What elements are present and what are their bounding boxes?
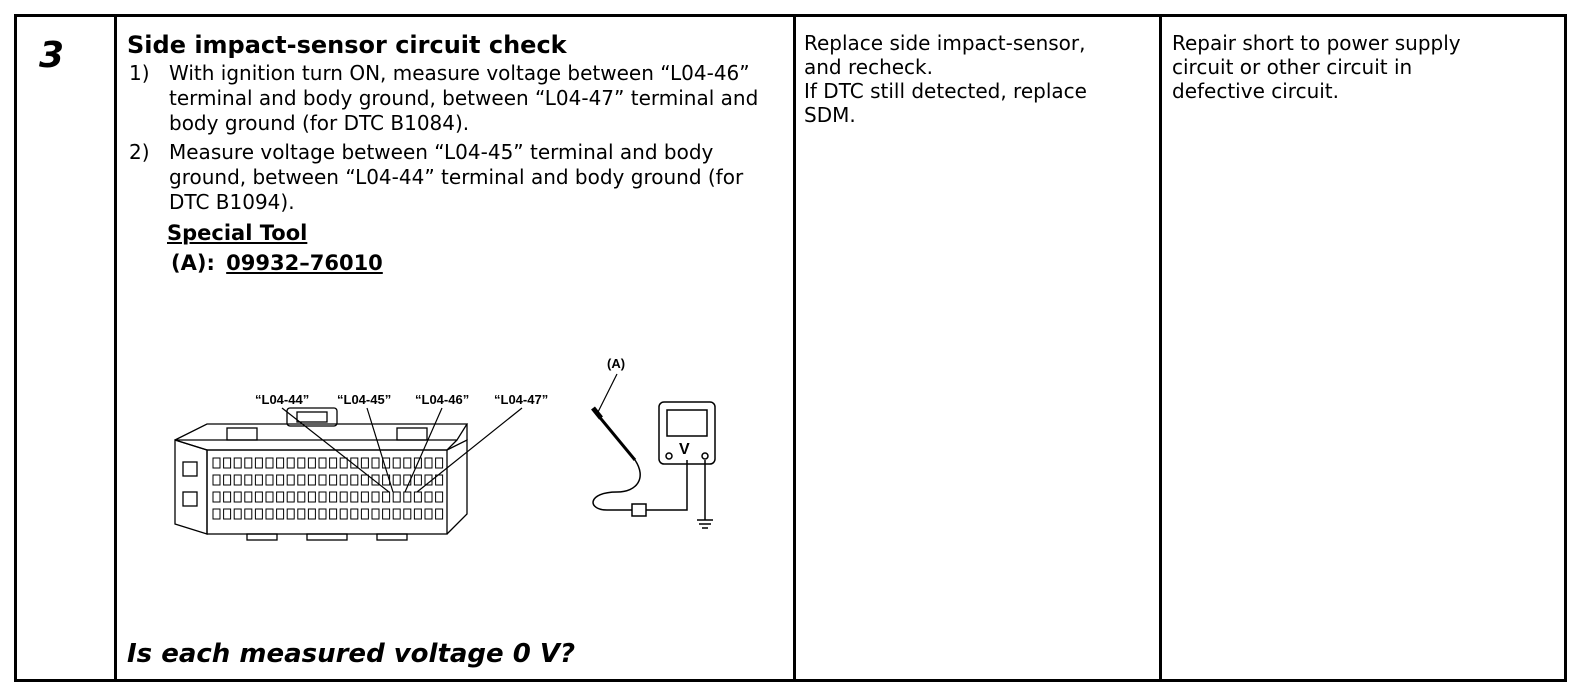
terminal-grid: [212, 457, 444, 520]
instruction-text: With ignition turn ON, measure voltage b…: [169, 61, 759, 135]
meter-symbol: V: [679, 441, 690, 458]
instruction-number: 2): [129, 140, 150, 164]
tool-callout: (A): [607, 356, 625, 371]
yes-action-line: Replace side impact-sensor,: [804, 31, 1086, 55]
leader-lines: [281, 373, 618, 493]
tool-part-number: 09932–76010: [226, 251, 383, 275]
terminal-label-l04-46: “L04-46”: [415, 392, 469, 407]
voltmeter-icon: [591, 401, 716, 529]
diagnostic-table: 3 Side impact-sensor circuit check 1) Wi…: [14, 14, 1567, 682]
column-divider: [1159, 17, 1162, 679]
no-action-line: circuit or other circuit in: [1172, 55, 1413, 79]
connector-diagram: “L04-44” “L04-45” “L04-46” “L04-47” (A): [167, 342, 727, 542]
yes-action-cell: Replace side impact-sensor, and recheck.…: [796, 17, 1159, 679]
column-divider: [114, 17, 117, 679]
tool-reference: (A):: [171, 251, 215, 275]
instruction-text: Measure voltage between “L04-45” termina…: [169, 140, 744, 214]
no-action-line: defective circuit.: [1172, 79, 1340, 103]
instruction-item: 1) With ignition turn ON, measure voltag…: [127, 61, 793, 136]
yes-action-line: and recheck.: [804, 55, 933, 79]
special-tool-heading: Special Tool: [167, 221, 308, 245]
step-question: Is each measured voltage 0 V?: [127, 639, 576, 669]
step-content-cell: Side impact-sensor circuit check 1) With…: [117, 17, 793, 679]
special-tool-line: (A): 09932–76010: [171, 251, 793, 275]
no-action-line: Repair short to power supply: [1172, 31, 1461, 55]
step-number: 3: [39, 35, 66, 76]
terminal-label-l04-44: “L04-44”: [255, 392, 309, 407]
yes-action-line: If DTC still detected, replace: [804, 79, 1087, 103]
connector-body: [174, 407, 469, 541]
no-action-cell: Repair short to power supply circuit or …: [1162, 17, 1564, 679]
terminal-label-l04-45: “L04-45”: [337, 392, 391, 407]
step-title: Side impact-sensor circuit check: [127, 31, 567, 59]
terminal-label-l04-47: “L04-47”: [494, 392, 548, 407]
column-divider: [793, 17, 796, 679]
connector-diagram-svg: “L04-44” “L04-45” “L04-46” “L04-47” (A): [174, 356, 716, 541]
step-number-cell: 3: [17, 17, 114, 679]
instruction-item: 2) Measure voltage between “L04-45” term…: [127, 140, 793, 215]
yes-action-line: SDM.: [804, 103, 856, 127]
instruction-number: 1): [129, 61, 150, 85]
